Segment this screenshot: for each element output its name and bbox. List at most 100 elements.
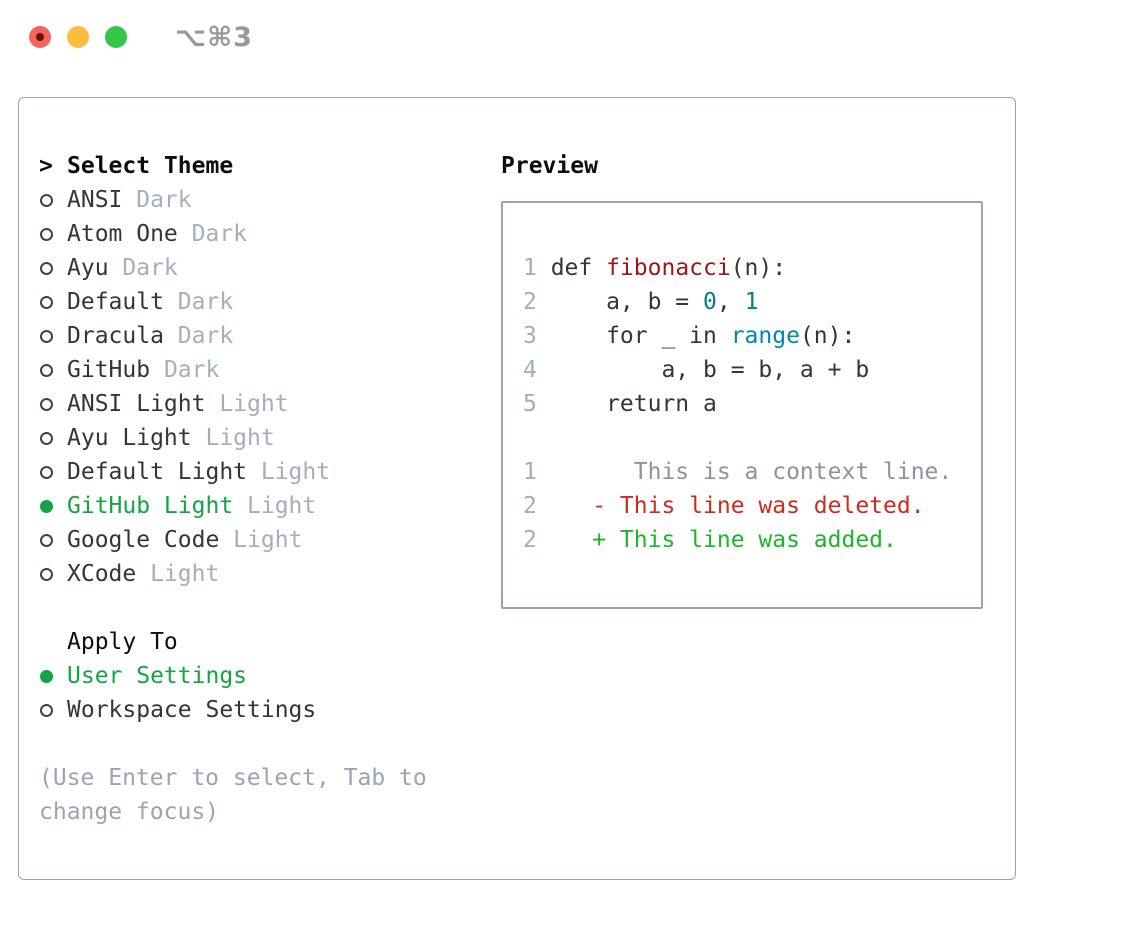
radio-icon xyxy=(40,329,53,343)
code-segment-added: + This line was added. xyxy=(550,527,897,553)
close-button[interactable] xyxy=(29,26,51,48)
option-label: User Settings xyxy=(67,663,248,689)
preview-title: Preview xyxy=(501,153,598,179)
apply-option-workspace-settings[interactable]: Workspace Settings xyxy=(39,693,501,727)
code-text: - This line was deleted. xyxy=(550,489,925,523)
code-line: 2 - This line was deleted. xyxy=(523,489,965,523)
minimize-button[interactable] xyxy=(67,26,89,48)
line-number: 3 xyxy=(523,323,537,349)
radio-icon xyxy=(40,397,53,411)
code-segment-code: a, b = xyxy=(550,289,704,315)
radio-icon xyxy=(40,295,53,309)
radio-icon xyxy=(40,567,53,581)
spacer xyxy=(39,591,501,625)
zoom-button[interactable] xyxy=(105,26,127,48)
code-line: 1 This is a context line. xyxy=(523,455,965,489)
code-segment-code: a, b = b, a + b xyxy=(550,357,870,383)
code-segment-builtin: range xyxy=(730,323,800,349)
theme-option-xcode[interactable]: XCode Light xyxy=(39,557,501,591)
code-text: a, b = b, a + b xyxy=(550,353,870,387)
line-number: 1 xyxy=(523,459,537,485)
theme-variant-tag: Dark xyxy=(163,289,234,315)
code-segment-code: for _ in xyxy=(550,323,731,349)
option-label: GitHub xyxy=(67,357,151,383)
code-segment-code: def xyxy=(550,255,607,281)
apply-to-title-row: Apply To xyxy=(39,625,501,659)
code-line: 2 a, b = 0, 1 xyxy=(523,285,965,319)
theme-list-title-row: > Select Theme xyxy=(39,149,501,183)
radio-icon xyxy=(40,193,53,207)
option-label: Dracula xyxy=(67,323,164,349)
titlebar: ⌥⌘3 xyxy=(0,0,1140,74)
code-text: a, b = 0, 1 xyxy=(550,285,759,319)
option-label: Ayu Light xyxy=(67,425,192,451)
code-segment-code: , xyxy=(716,289,745,315)
theme-option-google-code[interactable]: Google Code Light xyxy=(39,523,501,557)
code-text: def fibonacci(n): xyxy=(551,251,786,285)
theme-list-title: Select Theme xyxy=(67,153,234,179)
code-text: This is a context line. xyxy=(551,455,953,489)
code-text: + This line was added. xyxy=(551,523,897,557)
code-line: 5 return a xyxy=(523,387,965,421)
theme-option-ayu[interactable]: Ayu Dark xyxy=(39,251,501,285)
cursor-icon: > xyxy=(39,153,53,179)
radio-icon xyxy=(40,431,53,445)
code-text: return a xyxy=(551,387,717,421)
keyboard-shortcut-label: ⌥⌘3 xyxy=(175,21,253,53)
line-number: 2 xyxy=(523,527,537,553)
theme-variant-tag: Light xyxy=(191,425,275,451)
apply-option-user-settings[interactable]: User Settings xyxy=(39,659,501,693)
apply-to-list: User Settings Workspace Settings xyxy=(39,659,501,727)
theme-picker-left-column: > Select Theme ANSI Dark Atom One Dark A… xyxy=(39,149,501,879)
option-label: Atom One xyxy=(67,221,178,247)
theme-variant-tag: Dark xyxy=(108,255,178,281)
theme-option-dracula[interactable]: Dracula Dark xyxy=(39,319,501,353)
code-text: for _ in range(n): xyxy=(550,319,856,353)
code-line: 4 a, b = b, a + b xyxy=(523,353,965,387)
code-segment-deleted: - This line was deleted. xyxy=(550,493,925,519)
theme-option-default-light[interactable]: Default Light Light xyxy=(39,455,501,489)
line-number: 2 xyxy=(523,289,537,315)
theme-variant-tag: Light xyxy=(219,527,303,553)
theme-option-ansi[interactable]: ANSI Dark xyxy=(39,183,501,217)
option-label: ANSI Light xyxy=(67,391,206,417)
theme-variant-tag: Light xyxy=(233,493,317,519)
radio-icon xyxy=(40,669,53,683)
line-number: 5 xyxy=(523,391,537,417)
code-line xyxy=(523,421,965,455)
option-label: ANSI xyxy=(67,187,123,213)
option-label: XCode xyxy=(67,561,137,587)
preview-column: Preview 1 def fibonacci(n): 2 a, b = 0, … xyxy=(501,149,987,879)
theme-list: ANSI Dark Atom One Dark Ayu Dark Default… xyxy=(39,183,501,591)
code-segment-code: (n): xyxy=(799,323,856,349)
theme-option-github-light[interactable]: GitHub Light Light xyxy=(39,489,501,523)
theme-variant-tag: Dark xyxy=(177,221,248,247)
radio-icon xyxy=(40,499,53,513)
theme-variant-tag: Dark xyxy=(122,187,192,213)
theme-variant-tag: Light xyxy=(247,459,331,485)
radio-icon xyxy=(40,533,53,547)
option-label: Default Light xyxy=(67,459,248,485)
theme-variant-tag: Light xyxy=(136,561,220,587)
option-label: GitHub Light xyxy=(67,493,234,519)
code-segment-number: 1 xyxy=(744,289,759,315)
theme-option-default[interactable]: Default Dark xyxy=(39,285,501,319)
code-segment-number: 0 xyxy=(703,289,717,315)
theme-option-ansi-light[interactable]: ANSI Light Light xyxy=(39,387,501,421)
code-segment-function: fibonacci xyxy=(606,255,731,281)
code-segment-code: (n): xyxy=(730,255,787,281)
theme-option-ayu-light[interactable]: Ayu Light Light xyxy=(39,421,501,455)
theme-option-atom-one[interactable]: Atom One Dark xyxy=(39,217,501,251)
code-segment-context: This is a context line. xyxy=(550,459,953,485)
radio-icon xyxy=(40,227,53,241)
theme-picker-panel: > Select Theme ANSI Dark Atom One Dark A… xyxy=(18,97,1016,880)
preview-box: 1 def fibonacci(n): 2 a, b = 0, 1 3 for … xyxy=(501,201,983,609)
line-number: 2 xyxy=(523,493,537,519)
theme-option-github[interactable]: GitHub Dark xyxy=(39,353,501,387)
theme-variant-tag: Dark xyxy=(150,357,220,383)
code-line: 1 def fibonacci(n): xyxy=(523,251,965,285)
option-label: Workspace Settings xyxy=(67,697,317,723)
radio-icon xyxy=(40,363,53,377)
option-label: Default xyxy=(67,289,164,315)
